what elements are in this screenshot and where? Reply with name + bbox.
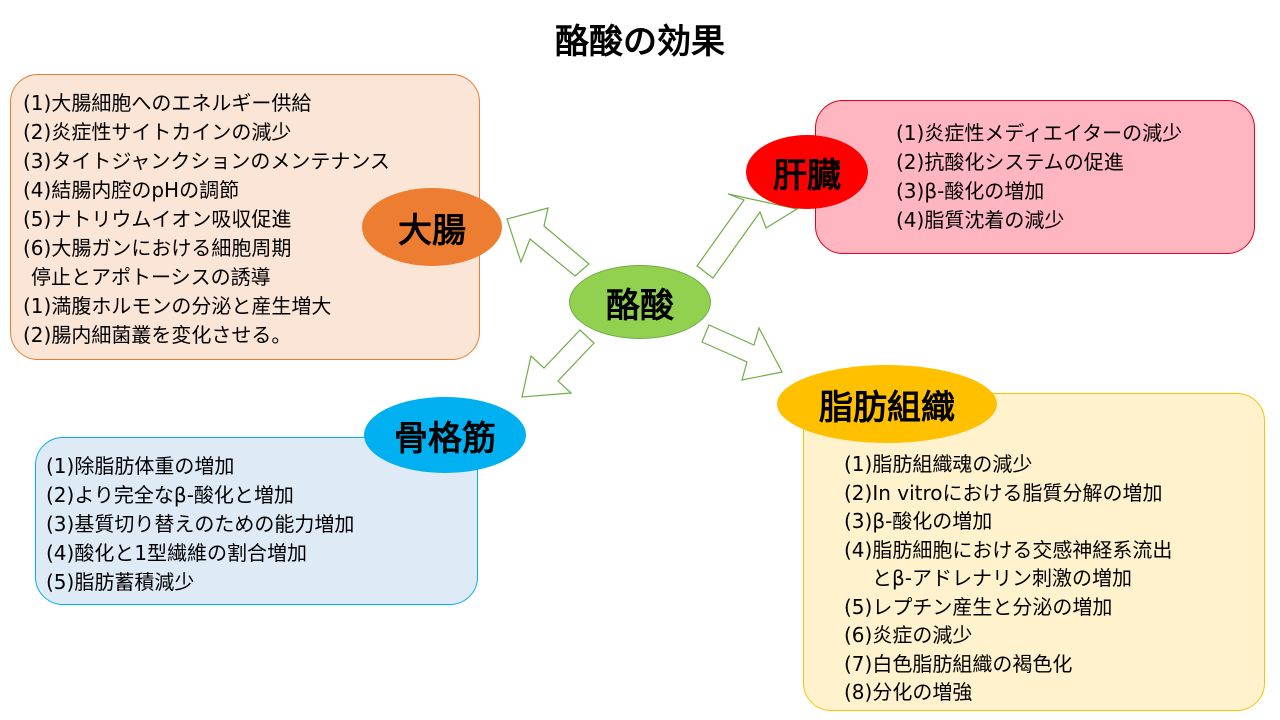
muscle-item: (5)脂肪蓄積減少 <box>46 570 195 594</box>
arrow-to-muscle <box>521 329 595 398</box>
colon-item: (5)ナトリウムイオン吸収促進 <box>23 207 292 231</box>
adipose-item: (4)脂肪細胞における交感神経系流出 <box>844 537 1173 562</box>
colon-item: (1)大腸細胞へのエネルギー供給 <box>23 91 312 115</box>
muscle-item: (4)酸化と1型繊維の割合増加 <box>46 541 308 565</box>
colon-item: (1)満腹ホルモンの分泌と産生増大 <box>23 294 332 318</box>
colon-item: (6)大腸ガンにおける細胞周期 <box>23 236 292 260</box>
arrow-to-colon <box>506 207 590 277</box>
adipose-item: (1)脂肪組織魂の減少 <box>844 452 1033 476</box>
liver-item: (3)β-酸化の増加 <box>896 179 1045 203</box>
butyrate-node: 酪酸 <box>569 265 711 339</box>
adipose-item: (6)炎症の減少 <box>844 623 973 647</box>
muscle-node: 骨格筋 <box>364 397 526 473</box>
liver-node: 肝臓 <box>746 135 868 209</box>
arrow-to-liver <box>696 193 799 279</box>
colon-item: 停止とアポトーシスの誘導 <box>31 265 271 289</box>
colon-node: 大腸 <box>362 188 502 266</box>
adipose-node: 脂肪組織 <box>777 365 997 443</box>
muscle-item: (2)より完全なβ-酸化と増加 <box>46 483 294 507</box>
colon-item: (3)タイトジャンクションのメンテナンス <box>23 149 390 173</box>
adipose-item: (2)In vitroにおける脂質分解の増加 <box>844 480 1163 505</box>
adipose-item: (3)β-酸化の増加 <box>844 509 993 533</box>
liver-item: (2)抗酸化システムの促進 <box>896 150 1124 174</box>
adipose-item: とβ-アドレナリン刺激の増加 <box>872 566 1132 590</box>
colon-item: (2)腸内細菌叢を変化させる。 <box>23 323 292 347</box>
liver-item: (4)脂質沈着の減少 <box>896 208 1065 232</box>
colon-item: (2)炎症性サイトカインの減少 <box>23 120 292 144</box>
adipose-item: (7)白色脂肪組織の褐色化 <box>844 651 1073 676</box>
page-title: 酪酸の効果 <box>555 22 725 62</box>
liver-effects-box: (1)炎症性メディエイターの減少 (2)抗酸化システムの促進 (3)β-酸化の増… <box>815 100 1255 254</box>
adipose-item: (8)分化の増強 <box>844 680 973 704</box>
arrow-to-adipose <box>701 324 783 381</box>
muscle-item: (1)除脂肪体重の増加 <box>46 454 235 478</box>
adipose-item: (5)レプチン産生と分泌の増加 <box>844 594 1113 619</box>
colon-item: (4)結腸内腔のpHの調節 <box>23 178 240 202</box>
muscle-item: (3)基質切り替えのための能力増加 <box>46 512 355 536</box>
liver-item: (1)炎症性メディエイターの減少 <box>896 121 1183 145</box>
adipose-effects-box: (1)脂肪組織魂の減少 (2)In vitroにおける脂質分解の増加 (3)β-… <box>803 393 1265 711</box>
